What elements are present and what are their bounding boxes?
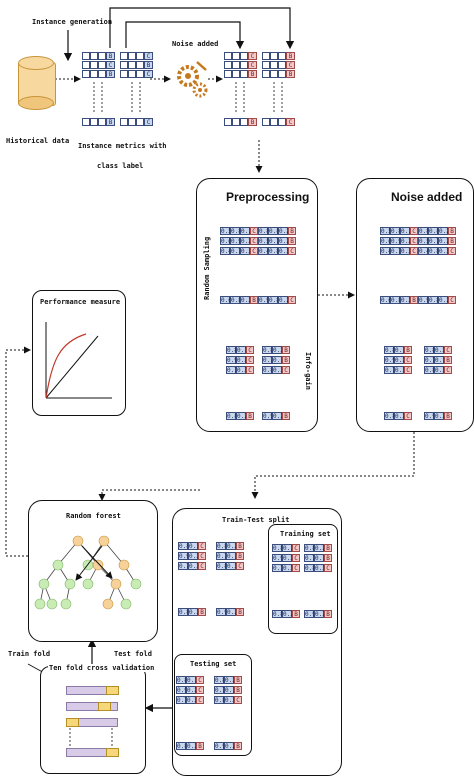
cross-validation-title: Ten fold cross validation bbox=[48, 664, 156, 672]
noise-added-top-label: Noise added bbox=[172, 40, 219, 48]
training-set-title: Training set bbox=[280, 530, 331, 538]
historical-data-label: Historical data bbox=[6, 137, 70, 145]
fold-bar-test bbox=[66, 718, 79, 727]
fold-bar bbox=[66, 702, 118, 711]
train-test-split-title: Train-Test split bbox=[222, 516, 290, 524]
preprocessing-box bbox=[196, 178, 318, 432]
noise-added-title: Noise added bbox=[391, 190, 463, 204]
top-loop-arrow-outer bbox=[109, 7, 295, 50]
instance-generation-label: Instance generation bbox=[32, 18, 113, 26]
random-forest-box bbox=[28, 500, 158, 642]
random-forest-title: Random forest bbox=[66, 512, 121, 520]
preprocessing-title: Preprocessing bbox=[226, 190, 310, 204]
noise-added-box bbox=[356, 178, 474, 432]
performance-measure-title: Performance measure bbox=[40, 298, 121, 306]
class-label-label: class label bbox=[97, 162, 144, 170]
instance-metrics-label: Instance metrics with bbox=[78, 142, 167, 150]
top-loop-arrow-inner bbox=[125, 21, 245, 50]
testing-set-box bbox=[174, 654, 252, 756]
database-icon bbox=[18, 56, 56, 110]
test-fold-label: Test fold bbox=[114, 650, 152, 658]
testing-set-title: Testing set bbox=[190, 660, 237, 668]
train-fold-label: Train fold bbox=[8, 650, 51, 658]
fold-bar-test bbox=[106, 686, 119, 695]
fold-bar-test bbox=[98, 702, 111, 711]
fold-bar-test bbox=[106, 748, 119, 757]
performance-measure-box bbox=[32, 290, 126, 416]
